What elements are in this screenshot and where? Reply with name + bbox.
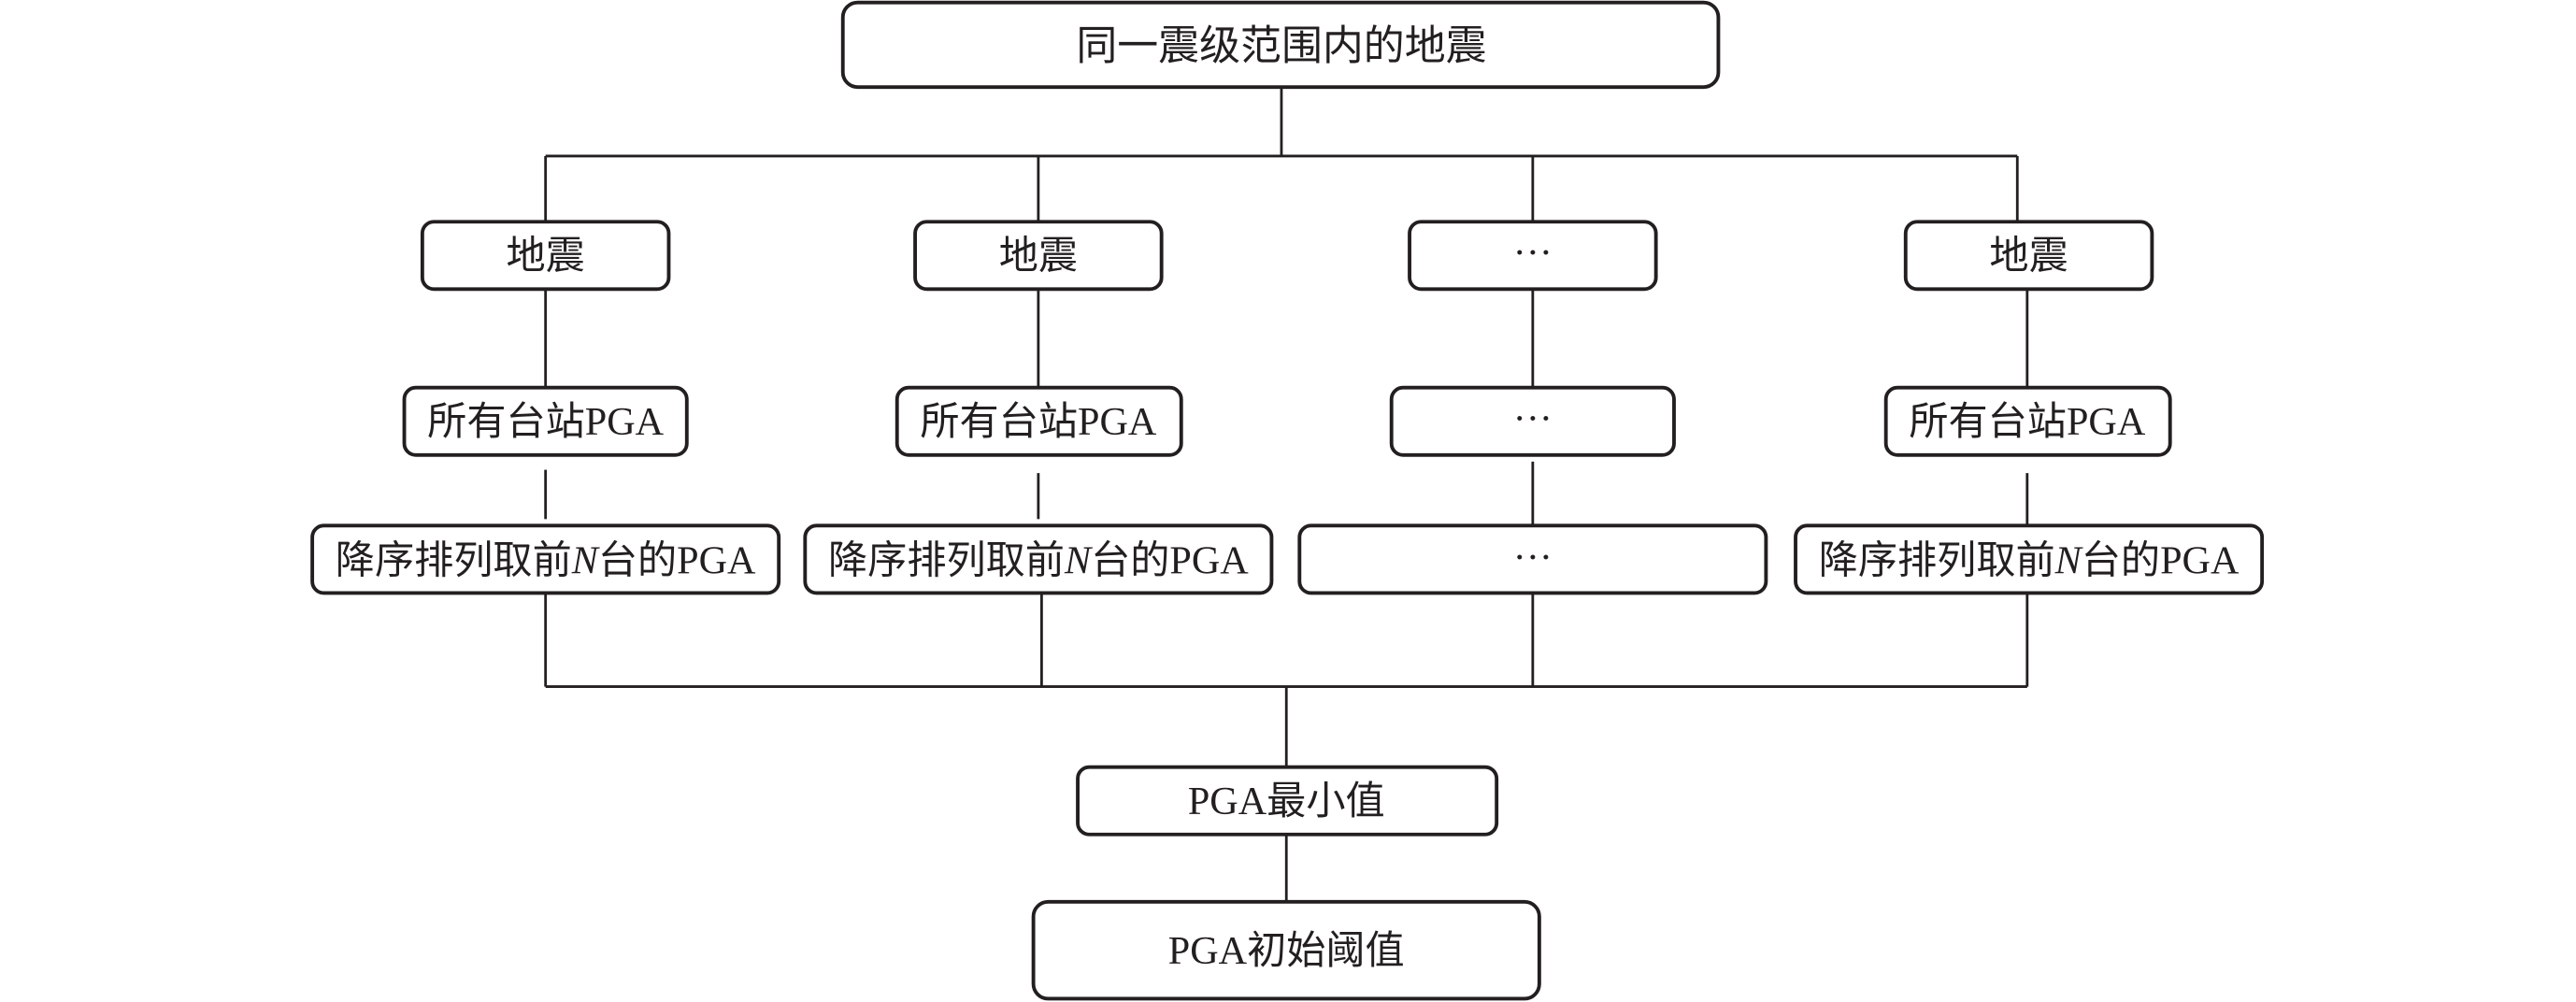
node-pga-initial-threshold: PGA初始阈值 — [1031, 899, 1541, 1001]
node-top-n-pga-label: 降序排列取前N台的PGA — [1819, 538, 2240, 582]
column-3-ellipsis: ··· ··· ··· — [1297, 220, 1768, 595]
node-top-n-pga-label: 降序排列取前N台的PGA — [828, 538, 1249, 582]
node-pga-initial-threshold-label: PGA初始阈值 — [1168, 929, 1405, 973]
node-pga-min-label: PGA最小值 — [1188, 780, 1385, 823]
node-all-stations-pga-label: 所有台站PGA — [1909, 400, 2146, 444]
node-ellipsis-label: ··· — [1513, 535, 1553, 579]
connectors — [544, 87, 2029, 902]
node-all-stations-pga-label: 所有台站PGA — [920, 400, 1157, 444]
node-earthquake-label: 地震 — [999, 235, 1078, 279]
column-4: 地震 所有台站PGA 降序排列取前N台的PGA — [1794, 220, 2265, 595]
node-ellipsis-label: ··· — [1513, 397, 1553, 441]
node-title: 同一震级范围内的地震 — [840, 0, 1721, 90]
node-earthquake-label: 地震 — [1989, 235, 2068, 279]
node-top-n-pga-label: 降序排列取前N台的PGA — [336, 538, 756, 582]
node-ellipsis-label: ··· — [1513, 231, 1553, 275]
column-1: 地震 所有台站PGA 降序排列取前N台的PGA — [310, 220, 781, 595]
node-pga-min: PGA最小值 — [1076, 765, 1499, 837]
node-title-label: 同一震级范围内的地震 — [1076, 23, 1486, 69]
node-earthquake-label: 地震 — [507, 235, 585, 279]
column-2: 地震 所有台站PGA 降序排列取前N台的PGA — [803, 220, 1274, 595]
node-all-stations-pga-label: 所有台站PGA — [427, 400, 665, 444]
